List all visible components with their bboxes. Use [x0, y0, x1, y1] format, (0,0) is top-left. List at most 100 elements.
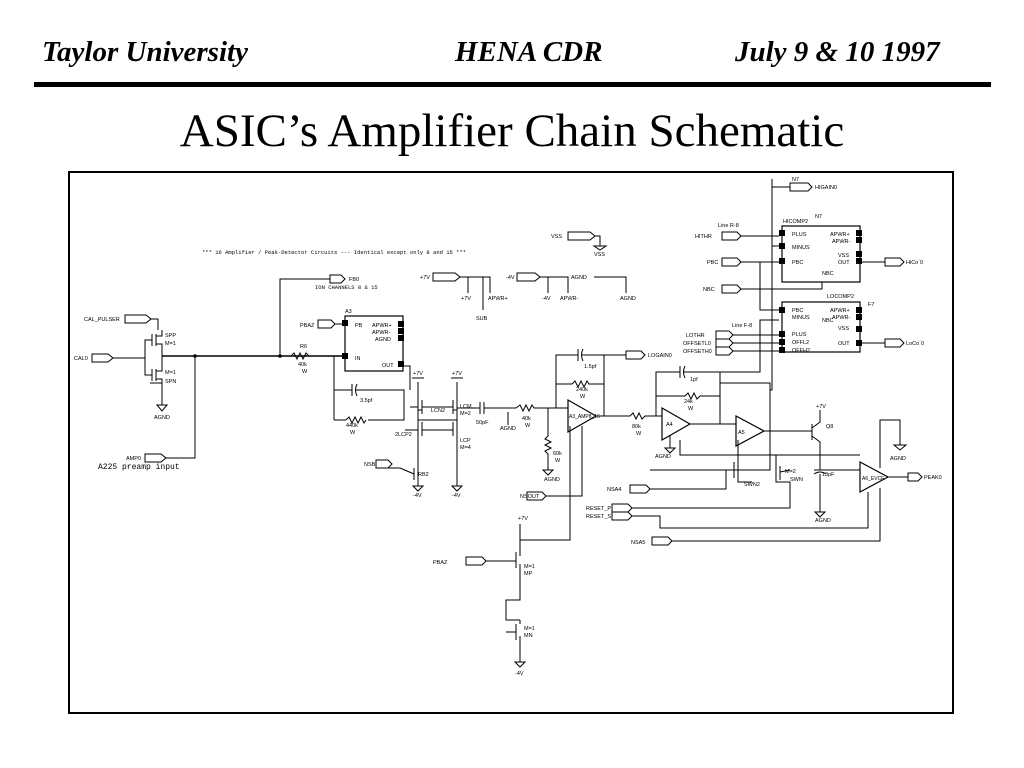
svg-text:A6_EVCE: A6_EVCE — [862, 476, 885, 482]
svg-text:80k: 80k — [632, 424, 641, 430]
svg-text:VSS: VSS — [594, 252, 605, 258]
svg-text:VSS: VSS — [838, 326, 849, 332]
header-left: Taylor University — [42, 36, 248, 68]
cal0-port — [91, 353, 114, 363]
svg-text:APWR+: APWR+ — [830, 308, 850, 314]
svg-text:AGND: AGND — [815, 518, 831, 524]
offseth0-label: OFFSETH0 — [683, 349, 712, 355]
svg-text:N7: N7 — [815, 214, 822, 220]
svg-text:M=1: M=1 — [524, 626, 535, 632]
higain-out-label: HiCo´0 — [906, 260, 923, 266]
svg-text:M=2: M=2 — [460, 411, 471, 417]
svg-text:13pF: 13pF — [822, 472, 835, 478]
schematic-diagram: *** 16 Amplifier / Peak-Detector Circuit… — [74, 177, 942, 677]
nbc-label: NBC — [703, 287, 715, 293]
svg-text:OUT: OUT — [382, 363, 394, 369]
svg-text:2LCP2: 2LCP2 — [395, 432, 412, 438]
logain0-label: LOGAIN0 — [648, 353, 672, 359]
svg-text:24k: 24k — [684, 399, 693, 405]
svg-text:W: W — [302, 369, 308, 375]
hicomp2-block — [781, 225, 861, 283]
svg-text:PLUS: PLUS — [792, 332, 807, 338]
nsa4-label: NSA4 — [607, 487, 621, 493]
svg-text:-4V: -4V — [515, 671, 524, 677]
svg-text:HICOMP2: HICOMP2 — [783, 219, 808, 225]
a3-amp-opamp — [567, 398, 598, 434]
svg-text:-4V: -4V — [542, 296, 551, 302]
svg-text:OUT: OUT — [838, 260, 850, 266]
svg-text:M=1: M=1 — [524, 564, 535, 570]
pbc-label: PBC — [707, 260, 718, 266]
peak0-label: PEAK0 — [924, 475, 942, 481]
spp-spn-switch — [113, 318, 169, 412]
svg-text:+7V: +7V — [413, 371, 423, 377]
higain0-label: HIGAIN0 — [815, 185, 837, 191]
svg-text:Q8: Q8 — [826, 424, 833, 430]
svg-text:M=1: M=1 — [165, 370, 176, 376]
svg-text:NBC: NBC — [822, 271, 834, 277]
a3-preamp — [344, 315, 404, 372]
svg-text:LCN2: LCN2 — [431, 408, 445, 414]
svg-text:MP: MP — [524, 571, 533, 577]
svg-text:F7: F7 — [868, 302, 874, 308]
reset-p-label: RESET_P — [586, 506, 611, 512]
svg-text:M=4: M=4 — [460, 445, 471, 451]
svg-text:+7V: +7V — [816, 404, 826, 410]
swn-switches — [726, 440, 791, 483]
reset-s-label: RESET_S — [586, 514, 611, 520]
svg-text:W: W — [636, 431, 642, 437]
svg-text:APWR-: APWR- — [832, 239, 851, 245]
fb0-wire — [279, 278, 330, 356]
svg-text:W: W — [555, 458, 561, 464]
svg-text:SUB: SUB — [476, 316, 488, 322]
svg-text:APWR-: APWR- — [372, 330, 391, 336]
svg-text:PBC: PBC — [792, 260, 803, 266]
locomp2-block — [781, 301, 861, 353]
svg-text:MN: MN — [524, 633, 533, 639]
offsetl0-label: OFFSETL0 — [683, 341, 711, 347]
svg-text:Line R-8: Line R-8 — [718, 223, 739, 229]
svg-text:LCM: LCM — [460, 404, 472, 410]
amp0-wire — [166, 356, 196, 459]
svg-text:-4V: -4V — [506, 275, 515, 281]
lothr-label: LOTHR — [686, 333, 705, 339]
fb0-label: FB0 — [349, 277, 359, 283]
svg-text:50pF: 50pF — [476, 420, 489, 426]
svg-text:PBC: PBC — [792, 308, 803, 314]
svg-text:AGND: AGND — [571, 275, 587, 281]
svg-text:A3_AMP8_16: A3_AMP8_16 — [569, 414, 600, 420]
supply-7v-port — [432, 272, 461, 282]
svg-text:SPN: SPN — [165, 379, 176, 385]
svg-text:AGND: AGND — [154, 415, 170, 421]
svg-text:40k: 40k — [298, 362, 307, 368]
svg-text:APWR+: APWR+ — [372, 323, 392, 329]
svg-text:AGND: AGND — [620, 296, 636, 302]
a4-opamp — [661, 406, 692, 442]
svg-text:440k: 440k — [346, 423, 358, 429]
amp0-port — [144, 453, 167, 463]
svg-text:M=1: M=1 — [165, 341, 176, 347]
svg-text:LCP: LCP — [460, 438, 471, 444]
svg-text:A4: A4 — [666, 422, 673, 428]
svg-text:+7V: +7V — [452, 371, 462, 377]
svg-text:OFFL2: OFFL2 — [792, 340, 809, 346]
loco-out-label: LoCo´0 — [906, 341, 924, 347]
svg-text:R6: R6 — [300, 344, 307, 350]
svg-text:APWR-: APWR- — [832, 315, 851, 321]
pbaz-bottom-label: PBAZ — [433, 560, 448, 566]
nsa5-label: NSA5 — [631, 540, 645, 546]
svg-text:VSS: VSS — [551, 234, 562, 240]
stage2-input — [500, 403, 568, 413]
svg-text:SWN2: SWN2 — [744, 482, 760, 488]
svg-text:+7V: +7V — [518, 516, 528, 522]
nsout-label: NSOUT — [520, 494, 540, 500]
svg-text:+7V: +7V — [461, 296, 471, 302]
svg-text:MINUS: MINUS — [792, 315, 810, 321]
cal-pulser-label: CAL_PULSER — [84, 317, 120, 323]
svg-text:N7: N7 — [792, 177, 799, 183]
svg-text:OUT: OUT — [838, 341, 850, 347]
svg-text:PB: PB — [355, 323, 363, 329]
cal0-label: CAL0 — [74, 356, 88, 362]
svg-text:3.5pf: 3.5pf — [360, 398, 373, 404]
svg-text:SPP: SPP — [165, 333, 176, 339]
